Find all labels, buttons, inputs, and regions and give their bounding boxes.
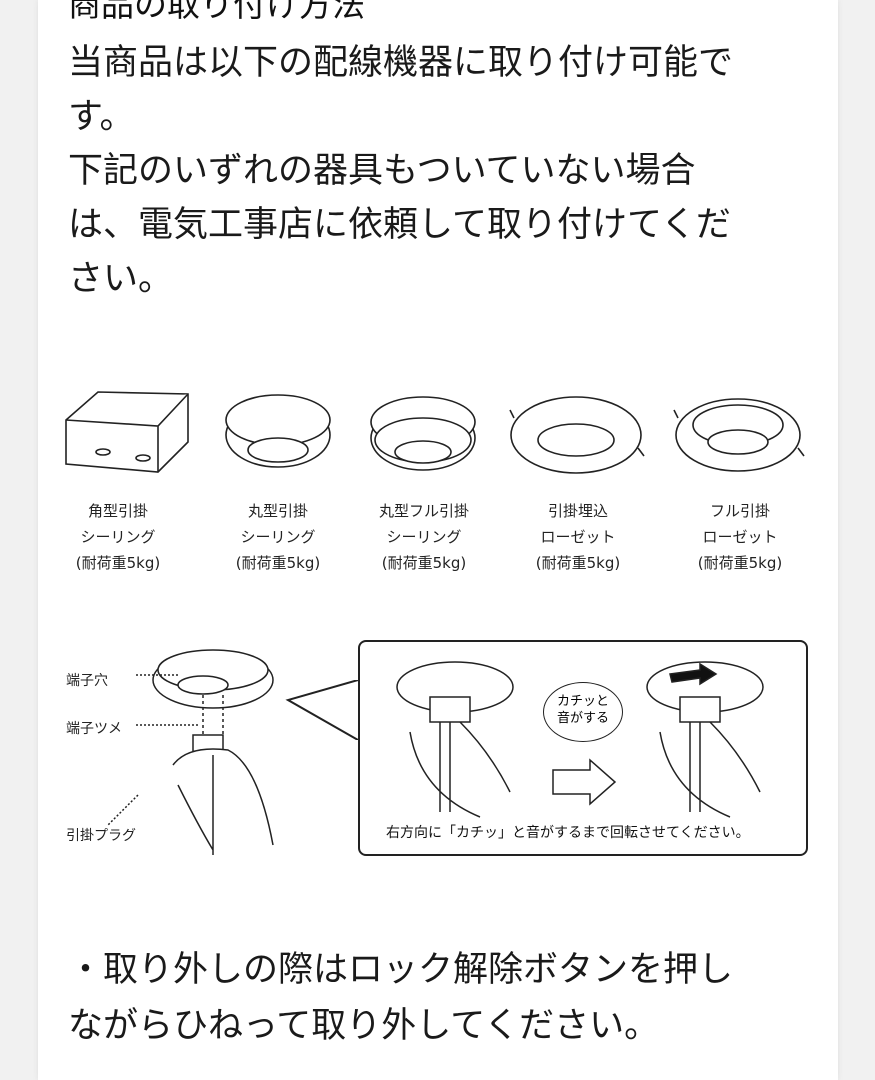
intro-line: 当商品は以下の配線機器に取り付け可能で	[68, 43, 734, 83]
square-ceiling-fixture-image	[65, 391, 189, 473]
intro-line: 下記のいずれの器具もついていない場合	[68, 151, 696, 191]
fixture-label: 引掛埋込ローゼット(耐荷重5kg)	[535, 502, 621, 572]
callout-pointer	[285, 680, 359, 740]
round-ceiling-fixture-image	[225, 394, 331, 468]
intro-line: は、電気工事店に依頼して取り付けてくだ	[68, 205, 731, 245]
rotation-instruction-box: カチッと音がする 右方向に「カチッ」と音がするまで回転させてください。	[358, 640, 808, 856]
fixture-label: 丸型フル引掛シーリング(耐荷重5kg)	[378, 502, 469, 572]
intro-text: 当商品は以下の配線機器に取り付け可能で す。 下記のいずれの器具もついていない場…	[68, 36, 798, 306]
installation-figure: 角型引掛シーリング(耐荷重5kg) 丸型引掛シーリング(耐荷重5kg) 丸型フル…	[38, 380, 838, 880]
fixture-illustrations	[65, 391, 805, 474]
callout-plug: 引掛プラグ	[66, 828, 136, 844]
removal-line: ・取り外しの際はロック解除ボタンを押し	[68, 950, 734, 990]
fixture-label: フル引掛ローゼット(耐荷重5kg)	[697, 502, 783, 572]
content-card: 商品の取り付け方法 当商品は以下の配線機器に取り付け可能で す。 下記のいずれの…	[38, 0, 838, 1080]
round-full-ceiling-fixture-image	[370, 396, 476, 471]
plug-diagram-image	[107, 649, 274, 855]
intro-line: す。	[68, 97, 135, 137]
removal-text: ・取り外しの際はロック解除ボタンを押し ながらひねって取り外してください。	[68, 942, 733, 1054]
rotation-caption: 右方向に「カチッ」と音がするまで回転させてください。	[386, 825, 750, 841]
intro-line: さい。	[68, 259, 174, 299]
callout-terminal-hole: 端子穴	[66, 673, 108, 689]
full-rosette-image	[673, 398, 805, 472]
rotation-illustration	[396, 661, 764, 818]
embedded-rosette-image	[509, 396, 645, 474]
click-sound-bubble: カチッと音がする	[543, 682, 623, 742]
fixture-label: 角型引掛シーリング(耐荷重5kg)	[75, 502, 161, 572]
callout-terminal-claw: 端子ツメ	[66, 721, 122, 737]
fixture-label: 丸型引掛シーリング(耐荷重5kg)	[235, 502, 321, 572]
section-heading: 商品の取り付け方法	[68, 0, 365, 24]
removal-line: ながらひねって取り外してください。	[68, 1006, 660, 1046]
